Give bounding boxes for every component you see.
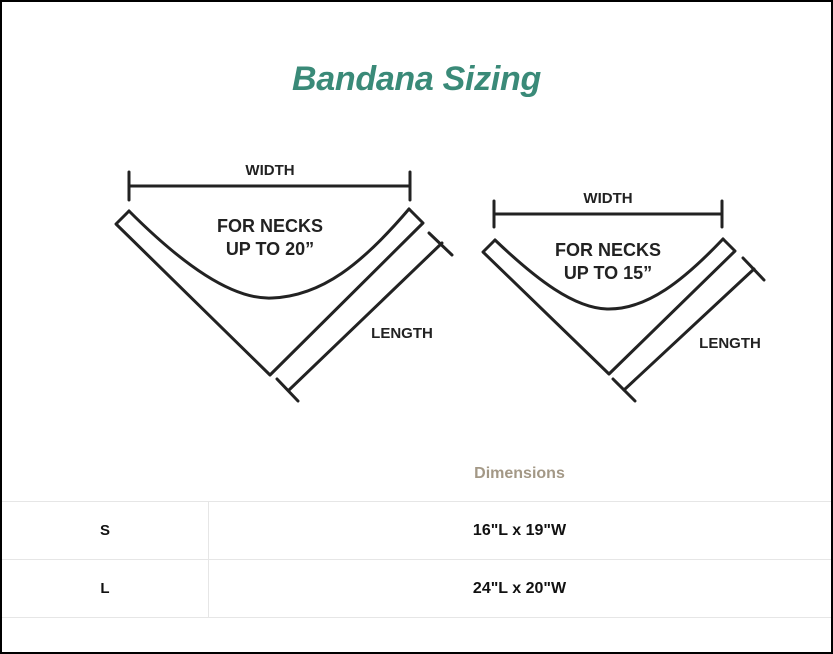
size-cell: S bbox=[2, 502, 209, 559]
bandana-diagrams: WIDTH FOR NECKS UP TO 20” LENGTH WIDTH F… bbox=[114, 162, 766, 403]
page-title: Bandana Sizing bbox=[292, 60, 541, 98]
table-row: L 24"L x 20"W bbox=[2, 559, 831, 617]
neck-size-label: UP TO 20” bbox=[226, 239, 314, 259]
length-dimension-tick bbox=[275, 377, 300, 403]
dimensions-column-header: Dimensions bbox=[474, 465, 565, 482]
table-row: S 16"L x 19"W bbox=[2, 501, 831, 559]
neck-size-label: FOR NECKS bbox=[217, 216, 323, 236]
length-dimension-tick bbox=[611, 377, 637, 403]
bandana-diagram-large bbox=[114, 170, 454, 403]
table-bottom-border bbox=[2, 617, 831, 618]
length-dimension-line bbox=[622, 267, 756, 392]
neck-size-label: UP TO 15” bbox=[564, 263, 652, 283]
neck-curve bbox=[493, 237, 725, 311]
width-label: WIDTH bbox=[245, 162, 294, 179]
neck-size-label: FOR NECKS bbox=[555, 240, 661, 260]
length-dimension-line bbox=[287, 241, 444, 392]
size-cell: L bbox=[2, 560, 209, 617]
dimensions-cell: 24"L x 20"W bbox=[472, 580, 567, 597]
bandana-outline bbox=[481, 237, 737, 376]
table-header: Dimensions bbox=[2, 460, 831, 500]
length-label: LENGTH bbox=[699, 335, 761, 352]
bandana-diagram-small bbox=[481, 199, 766, 403]
dimensions-cell: 16"L x 19"W bbox=[472, 522, 567, 539]
bandana-outline bbox=[114, 207, 425, 377]
neck-curve bbox=[127, 207, 411, 300]
width-label: WIDTH bbox=[583, 190, 632, 207]
length-dimension-tick bbox=[427, 231, 454, 257]
length-label: LENGTH bbox=[371, 325, 433, 342]
length-dimension-tick bbox=[741, 256, 766, 282]
